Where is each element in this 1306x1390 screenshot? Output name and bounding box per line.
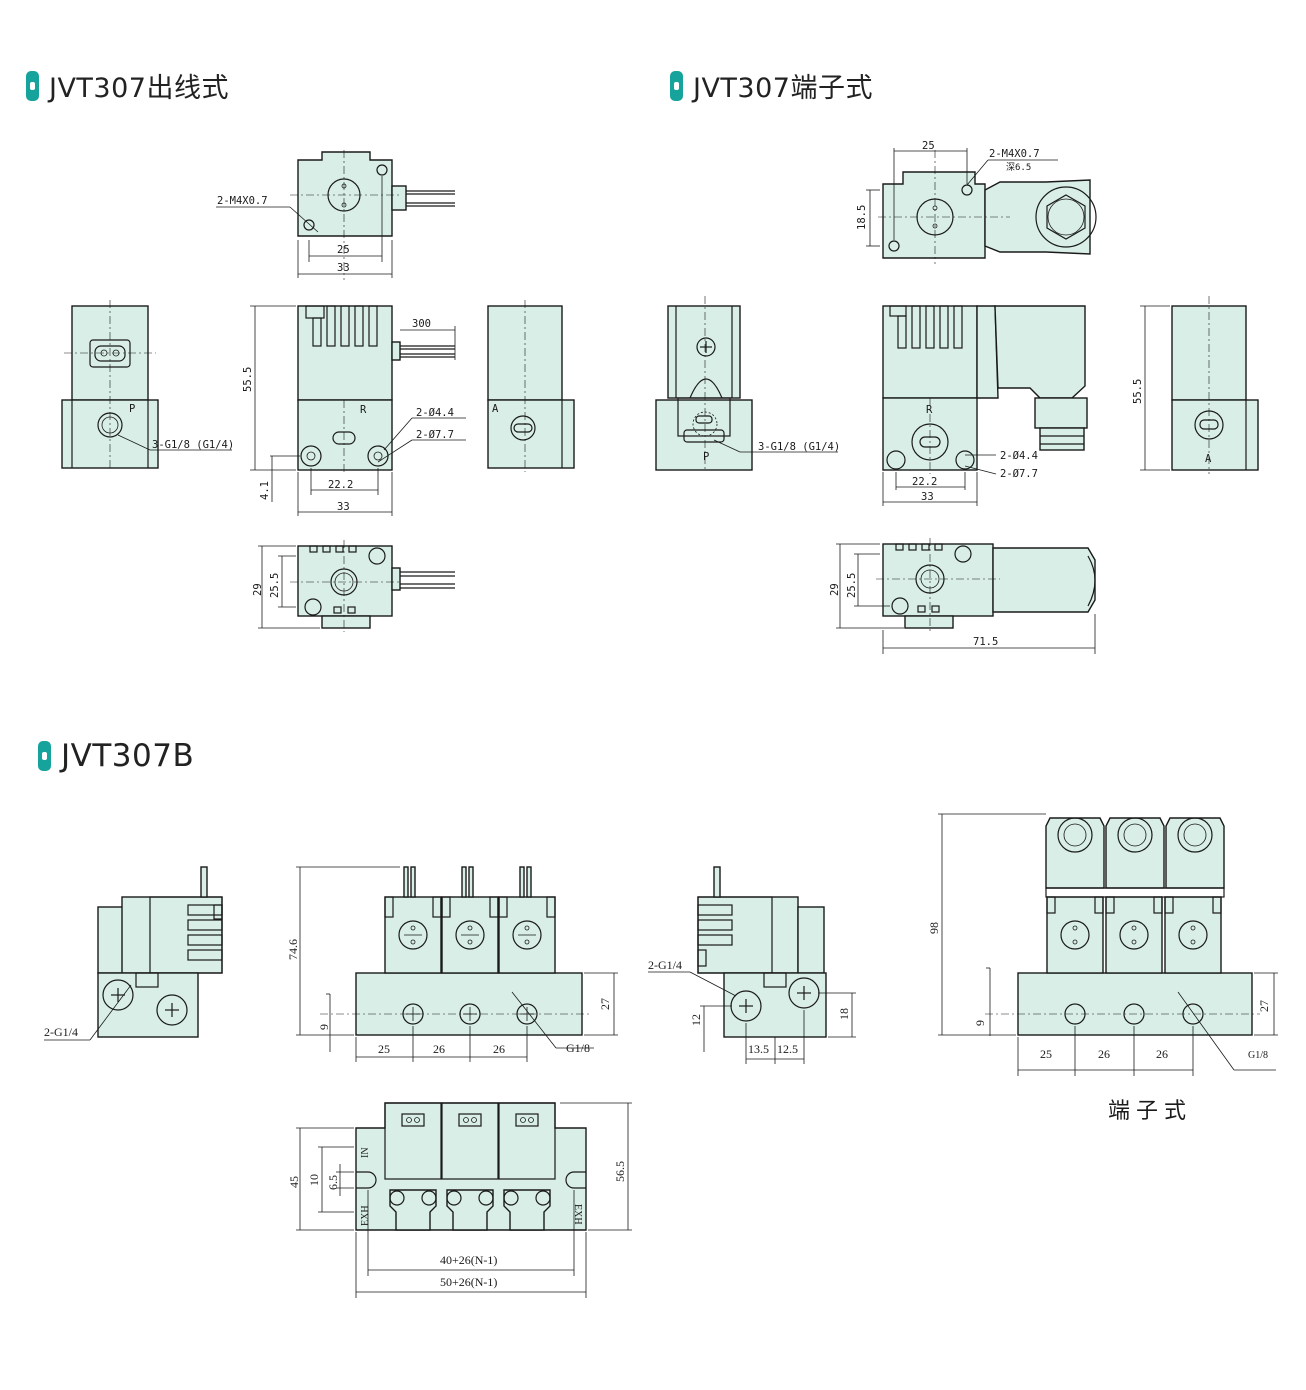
dim-hole-large: 2-Ø7.7 bbox=[416, 429, 454, 441]
manifold-right-view bbox=[648, 866, 856, 1064]
terminal-bottom-view bbox=[836, 538, 1096, 654]
dim-hole-small: 2-Ø4.4 bbox=[1000, 450, 1038, 462]
bullet-icon bbox=[670, 70, 683, 101]
section-title-text: JVT307出线式 bbox=[49, 73, 229, 104]
section-title-text: JVT307端子式 bbox=[693, 73, 873, 104]
terminal-valve-2 bbox=[1105, 817, 1165, 974]
section-title-wire-type: JVT307出线式 bbox=[26, 66, 229, 105]
dim-width-12: 12.5 bbox=[777, 1042, 798, 1056]
label-exh-right: EXH bbox=[572, 1204, 583, 1225]
dim-width-25: 25 bbox=[922, 140, 935, 152]
dim-depth-29: 29 bbox=[829, 583, 841, 596]
dim-pitch-25: 25 bbox=[378, 1042, 390, 1056]
dim-height-6-5: 6.5 bbox=[326, 1175, 340, 1190]
bullet-icon bbox=[38, 741, 51, 771]
terminal-valve-3 bbox=[1164, 817, 1225, 974]
dim-length-inner: 40+26(N-1) bbox=[440, 1253, 497, 1267]
label-port-a: A bbox=[492, 403, 499, 415]
dim-hole-large: 2-Ø7.7 bbox=[1000, 468, 1038, 480]
dim-height-9: 9 bbox=[973, 1020, 987, 1026]
valve-1 bbox=[384, 866, 442, 974]
dim-height-45: 45 bbox=[287, 1176, 301, 1188]
dim-pitch-26a: 26 bbox=[1098, 1047, 1110, 1061]
label-port-r: R bbox=[926, 404, 933, 416]
dim-width-33: 33 bbox=[921, 491, 934, 503]
dim-ports: 3-G1/8 (G1/4) bbox=[758, 441, 840, 453]
label-port-p: P bbox=[703, 451, 709, 463]
dim-depth-29: 29 bbox=[252, 583, 264, 596]
manifold-plan-view bbox=[296, 1102, 632, 1298]
manifold-terminal-view bbox=[938, 813, 1278, 1076]
dim-height: 55.5 bbox=[1132, 379, 1144, 404]
label-port-a: A bbox=[1205, 453, 1212, 465]
dim-depth-25: 25.5 bbox=[269, 573, 281, 598]
dim-height-98: 98 bbox=[927, 922, 941, 934]
dim-width-33b: 33 bbox=[337, 501, 350, 513]
dim-depth-25: 25.5 bbox=[846, 573, 858, 598]
wire-right-view bbox=[487, 300, 575, 472]
dim-height-27: 27 bbox=[598, 998, 612, 1010]
wire-top-view bbox=[216, 150, 455, 280]
terminal-left-view bbox=[655, 296, 838, 472]
label-in: IN bbox=[360, 1147, 371, 1158]
wire-front-view bbox=[250, 305, 466, 516]
dim-base-height: 4.1 bbox=[259, 481, 271, 500]
dim-height-10: 10 bbox=[307, 1174, 321, 1186]
dim-rs-port: 2-G1/4 bbox=[648, 958, 682, 972]
dim-width-33: 33 bbox=[337, 262, 350, 274]
dim-pitch-26a: 26 bbox=[433, 1042, 445, 1056]
terminal-valve-1 bbox=[1045, 817, 1105, 974]
section-title-manifold: JVT307B bbox=[38, 738, 194, 774]
section-title-text: JVT307B bbox=[61, 738, 195, 774]
dim-height-56-5: 56.5 bbox=[613, 1161, 627, 1182]
dim-length: 71.5 bbox=[973, 636, 998, 648]
dim-height-18: 18 bbox=[837, 1008, 851, 1020]
dim-height-12: 12 bbox=[689, 1014, 703, 1026]
dim-length-outer: 50+26(N-1) bbox=[440, 1275, 497, 1289]
terminal-type-caption: 端子式 bbox=[1108, 1099, 1192, 1124]
valve-2 bbox=[441, 866, 499, 974]
dim-hole-small: 2-Ø4.4 bbox=[416, 407, 454, 419]
dim-height-27: 27 bbox=[1257, 1000, 1271, 1012]
dim-width-25: 25 bbox=[337, 244, 350, 256]
dim-thread: 2-M4X0.7 bbox=[989, 148, 1040, 160]
dim-port-g18: G1/8 bbox=[1248, 1050, 1268, 1061]
dim-pitch-26b: 26 bbox=[1156, 1047, 1168, 1061]
dim-pitch-26b: 26 bbox=[493, 1042, 505, 1056]
dim-height-18: 18.5 bbox=[856, 205, 868, 230]
section-title-terminal-type: JVT307端子式 bbox=[670, 66, 873, 105]
dim-lead-length: 300 bbox=[412, 318, 431, 330]
terminal-top-view bbox=[866, 148, 1097, 264]
terminal-right-view bbox=[1140, 296, 1259, 474]
manifold-front-view bbox=[296, 866, 618, 1062]
dim-height: 55.5 bbox=[242, 367, 254, 392]
dim-side-port: 2-G1/4 bbox=[44, 1025, 78, 1039]
dim-height-74: 74.6 bbox=[286, 939, 300, 960]
dim-pitch-25: 25 bbox=[1040, 1047, 1052, 1061]
dim-port-g18: G1/8 bbox=[566, 1041, 590, 1055]
label-exh-left: EXH bbox=[360, 1205, 371, 1226]
manifold-side-view bbox=[44, 866, 223, 1041]
wire-bottom-view bbox=[258, 540, 455, 632]
dim-width-13: 13.5 bbox=[748, 1042, 769, 1056]
bullet-icon bbox=[26, 70, 39, 101]
dim-width-22: 22.2 bbox=[328, 479, 353, 491]
wire-left-view bbox=[61, 300, 232, 470]
valve-3 bbox=[498, 866, 556, 974]
dim-depth: 深6.5 bbox=[1006, 162, 1031, 173]
label-port-p: P bbox=[129, 403, 135, 415]
dim-height-9: 9 bbox=[317, 1024, 331, 1030]
label-port-r: R bbox=[360, 404, 367, 416]
dim-ports: 3-G1/8 (G1/4) bbox=[152, 439, 234, 451]
dim-thread: 2-M4X0.7 bbox=[217, 195, 268, 207]
terminal-front-view bbox=[882, 305, 1088, 506]
dim-width-22: 22.2 bbox=[912, 476, 937, 488]
